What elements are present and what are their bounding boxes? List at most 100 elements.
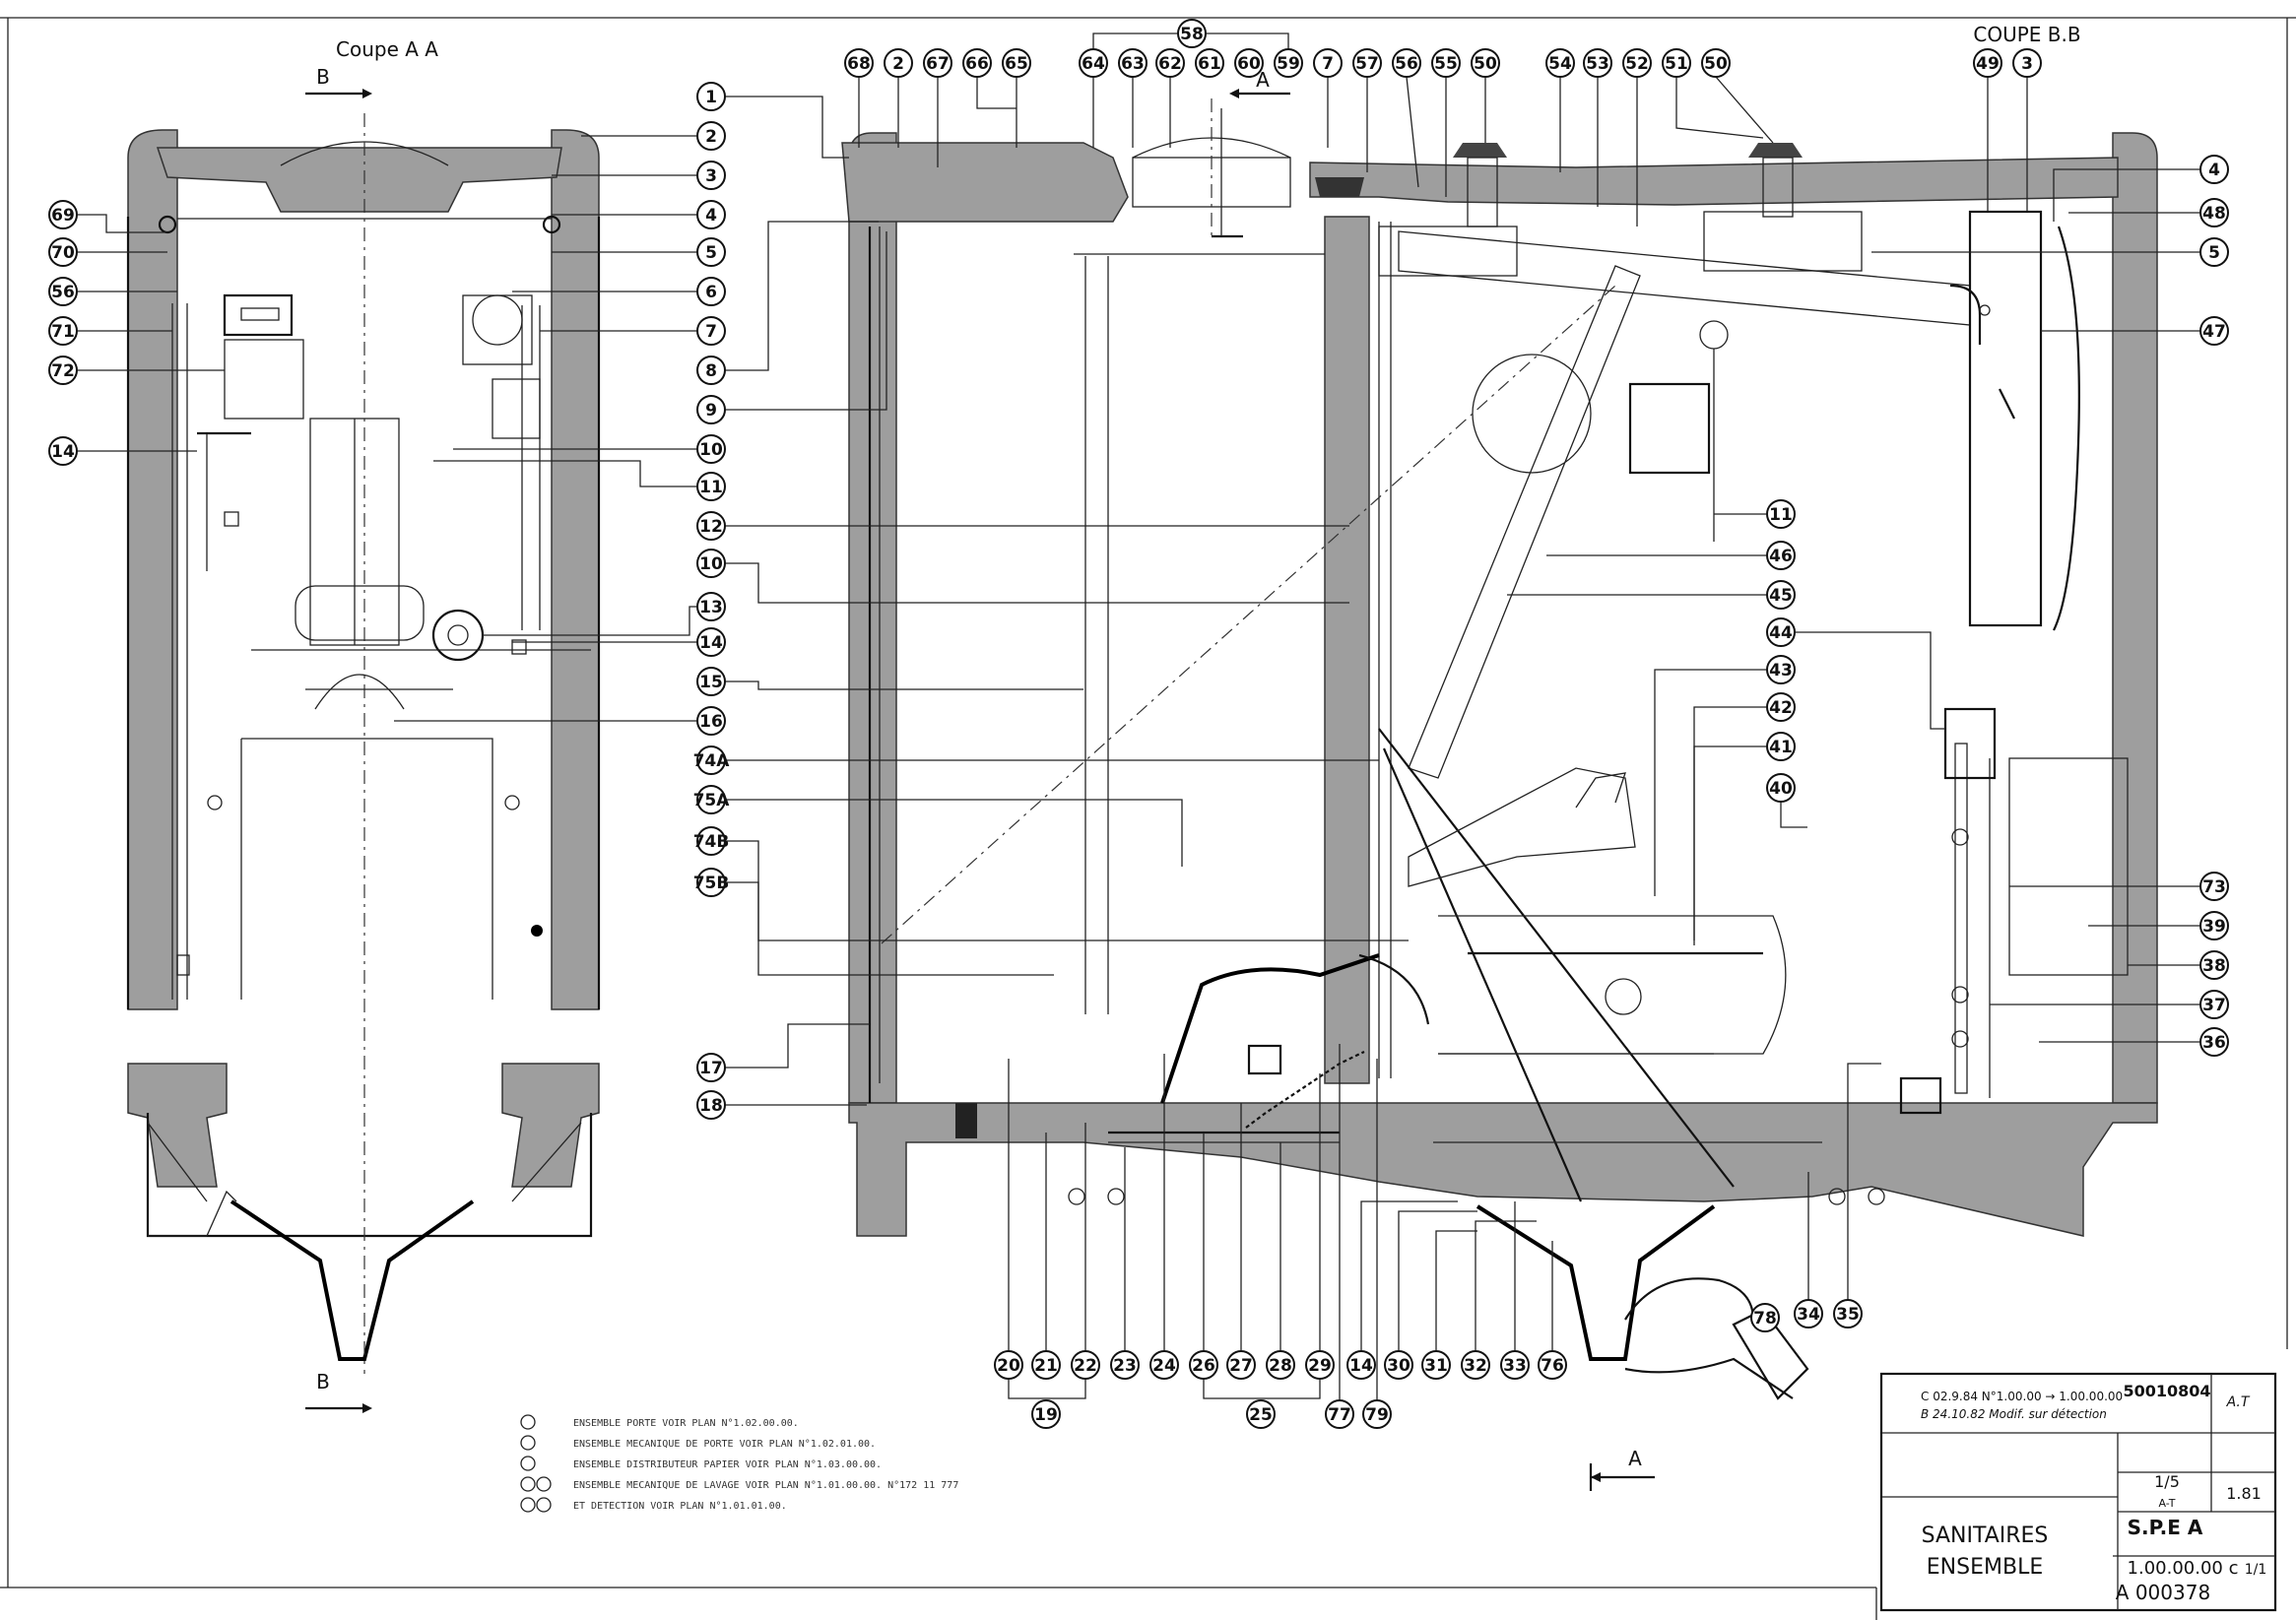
callout-label: 36 bbox=[2202, 1033, 2226, 1053]
callout-label: 77 bbox=[1328, 1405, 1351, 1425]
callout-circle bbox=[1538, 1350, 1567, 1380]
callout-circle bbox=[48, 237, 78, 267]
aa-control-box bbox=[224, 339, 304, 420]
section-bb-marker-top: A bbox=[1256, 68, 1270, 92]
callout-3: 3 bbox=[696, 161, 726, 190]
callout-56: 56 bbox=[1392, 48, 1421, 78]
callout-64: 64 bbox=[1079, 48, 1108, 78]
callout-label: 18 bbox=[699, 1096, 723, 1116]
callout-balloons: 123456789101112101314151674A75A74B75B171… bbox=[48, 19, 2229, 1429]
callout-circle bbox=[1421, 1350, 1451, 1380]
callout-label: 12 bbox=[699, 517, 723, 537]
callout-circle bbox=[696, 1053, 726, 1082]
callout-label: 3 bbox=[2021, 54, 2033, 74]
callout-label: 59 bbox=[1277, 54, 1300, 74]
callout-label: 72 bbox=[51, 361, 75, 381]
callout-circle bbox=[1305, 1350, 1335, 1380]
callout-label: 11 bbox=[699, 478, 723, 497]
bb-cleaning-arm bbox=[1408, 767, 1636, 887]
aa-bowl-outline bbox=[240, 738, 493, 1000]
bb-spring bbox=[1245, 1051, 1365, 1129]
callout-label: 41 bbox=[1769, 738, 1793, 757]
callout-label: 49 bbox=[1976, 54, 2000, 74]
callout-67: 67 bbox=[923, 48, 952, 78]
bb-drain-funnel bbox=[1476, 1204, 1716, 1361]
callout-21: 21 bbox=[1031, 1350, 1061, 1380]
callout-45: 45 bbox=[1766, 580, 1796, 610]
callout-label: 60 bbox=[1237, 54, 1261, 74]
callout-20: 20 bbox=[994, 1350, 1023, 1380]
callout-label: 63 bbox=[1121, 54, 1145, 74]
callout-label: 10 bbox=[699, 440, 723, 460]
callout-14: 14 bbox=[696, 627, 726, 657]
callout-circle bbox=[1545, 48, 1575, 78]
archive-number: A 000378 bbox=[2116, 1581, 2210, 1604]
section-aa-marker-top: B bbox=[316, 65, 330, 89]
callout-22: 22 bbox=[1071, 1350, 1100, 1380]
bb-water-heater bbox=[2008, 757, 2129, 976]
callout-circle bbox=[1246, 1399, 1276, 1429]
section-aa: Coupe A A B B bbox=[126, 37, 601, 1413]
aa-pump bbox=[431, 609, 485, 662]
callout-label: 4 bbox=[705, 206, 717, 226]
callout-label: 25 bbox=[1249, 1405, 1273, 1425]
callout-circle bbox=[696, 627, 726, 657]
section-aa-marker-bottom: B bbox=[316, 1370, 330, 1393]
aa-tank bbox=[295, 585, 425, 641]
section-bb-marker-bottom: A bbox=[1628, 1447, 1642, 1470]
callout-circle bbox=[2199, 155, 2229, 184]
callout-circle bbox=[696, 745, 726, 775]
callout-50: 50 bbox=[1701, 48, 1731, 78]
bb-pump-motor bbox=[1943, 707, 1997, 780]
scale-code: A-T bbox=[2159, 1497, 2176, 1510]
title-line-2: ENSEMBLE bbox=[1927, 1555, 2043, 1580]
callout-circle bbox=[2012, 48, 2042, 78]
callout-76: 76 bbox=[1538, 1350, 1567, 1380]
callout-19: 19 bbox=[1031, 1399, 1061, 1429]
callout-circle bbox=[1461, 1350, 1490, 1380]
bb-compressor bbox=[1628, 382, 1711, 475]
callout-circle bbox=[1384, 1350, 1413, 1380]
callout-label: 51 bbox=[1665, 54, 1688, 74]
callout-label: 1 bbox=[705, 88, 717, 107]
callout-circle bbox=[1766, 655, 1796, 684]
callout-70: 70 bbox=[48, 237, 78, 267]
callout-35: 35 bbox=[1833, 1299, 1863, 1328]
section-aa-title: Coupe A A bbox=[336, 37, 438, 61]
title-block: C 02.9.84 N°1.00.00 → 1.00.00.00 B 24.10… bbox=[1879, 1372, 2277, 1612]
bb-roof-left bbox=[841, 142, 1129, 223]
callout-label: 2 bbox=[705, 127, 717, 147]
callout-label: 3 bbox=[705, 166, 717, 186]
callout-label: 7 bbox=[1322, 54, 1334, 74]
callout-circle bbox=[1266, 1350, 1295, 1380]
callout-circle bbox=[696, 356, 726, 385]
callout-15: 15 bbox=[696, 667, 726, 696]
callout-label: 8 bbox=[705, 361, 717, 381]
callout-label: 45 bbox=[1769, 586, 1793, 606]
callout-circle bbox=[1031, 1350, 1061, 1380]
callout-74A: 74A bbox=[693, 745, 731, 775]
callout-circle bbox=[696, 434, 726, 464]
callout-circle bbox=[1766, 773, 1796, 803]
callout-label: 7 bbox=[705, 322, 717, 342]
callout-circle bbox=[1195, 48, 1224, 78]
callout-label: 76 bbox=[1541, 1356, 1564, 1376]
callout-label: 24 bbox=[1152, 1356, 1176, 1376]
callout-36: 36 bbox=[2199, 1027, 2229, 1057]
callout-circle bbox=[1766, 580, 1796, 610]
callout-circle bbox=[2199, 1027, 2229, 1057]
callout-circle bbox=[1110, 1350, 1140, 1380]
callout-label: 74A bbox=[693, 751, 731, 771]
callout-4: 4 bbox=[696, 200, 726, 229]
callout-63: 63 bbox=[1118, 48, 1148, 78]
callout-label: 20 bbox=[997, 1356, 1020, 1376]
callout-18: 18 bbox=[696, 1090, 726, 1120]
callout-label: 27 bbox=[1229, 1356, 1253, 1376]
callout-label: 28 bbox=[1269, 1356, 1292, 1376]
note-5: ET DETECTION VOIR PLAN N°1.01.01.00. bbox=[573, 1501, 787, 1512]
callout-label: 33 bbox=[1503, 1356, 1527, 1376]
callout-17: 17 bbox=[696, 1053, 726, 1082]
callout-14: 14 bbox=[1346, 1350, 1376, 1380]
callout-label: 78 bbox=[1753, 1309, 1777, 1328]
